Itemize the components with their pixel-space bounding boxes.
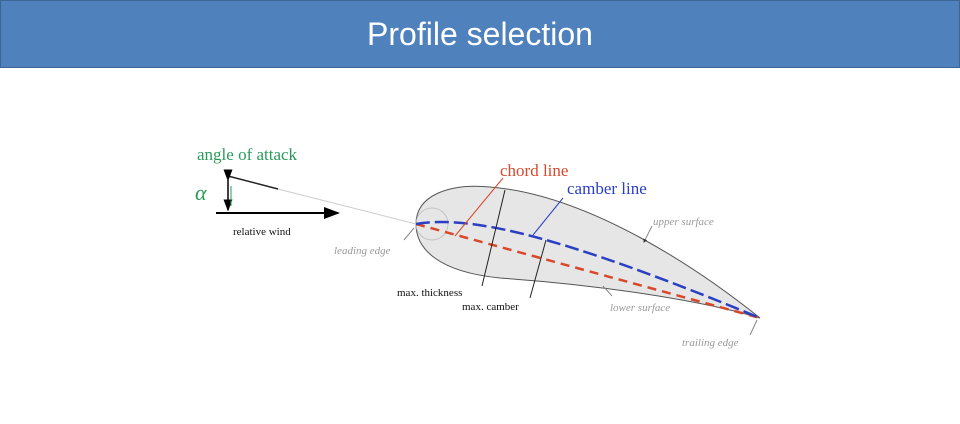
angle-of-attack-label: angle of attack (197, 145, 298, 164)
leading-leader (403, 227, 415, 241)
chord-leader (454, 177, 504, 237)
camber-line (415, 220, 761, 320)
chord-extension (277, 188, 417, 225)
slide-title-bar: Profile selection (0, 0, 960, 68)
max-camber-label: max. camber (462, 301, 519, 313)
chord-line-label: chord line (500, 161, 568, 180)
camber-leader (532, 197, 564, 236)
camber-line-label: camber line (567, 179, 647, 198)
thickness-leader (481, 189, 506, 287)
chord-extension-dark (227, 175, 279, 190)
leading-edge-label: leading edge (334, 245, 391, 257)
lower-leader (602, 285, 613, 297)
relative-wind-label: relative wind (233, 226, 291, 238)
lower-surface-label: lower surface (610, 302, 670, 314)
upper-leader (643, 225, 653, 243)
max-camber-leader (529, 239, 547, 299)
alpha-symbol: α (195, 180, 207, 205)
upper-surface-label: upper surface (653, 216, 714, 228)
trailing-edge-label: trailing edge (682, 337, 739, 349)
trailing-leader (749, 319, 758, 336)
max-thickness-label: max. thickness (397, 287, 462, 299)
slide-title: Profile selection (367, 15, 593, 52)
